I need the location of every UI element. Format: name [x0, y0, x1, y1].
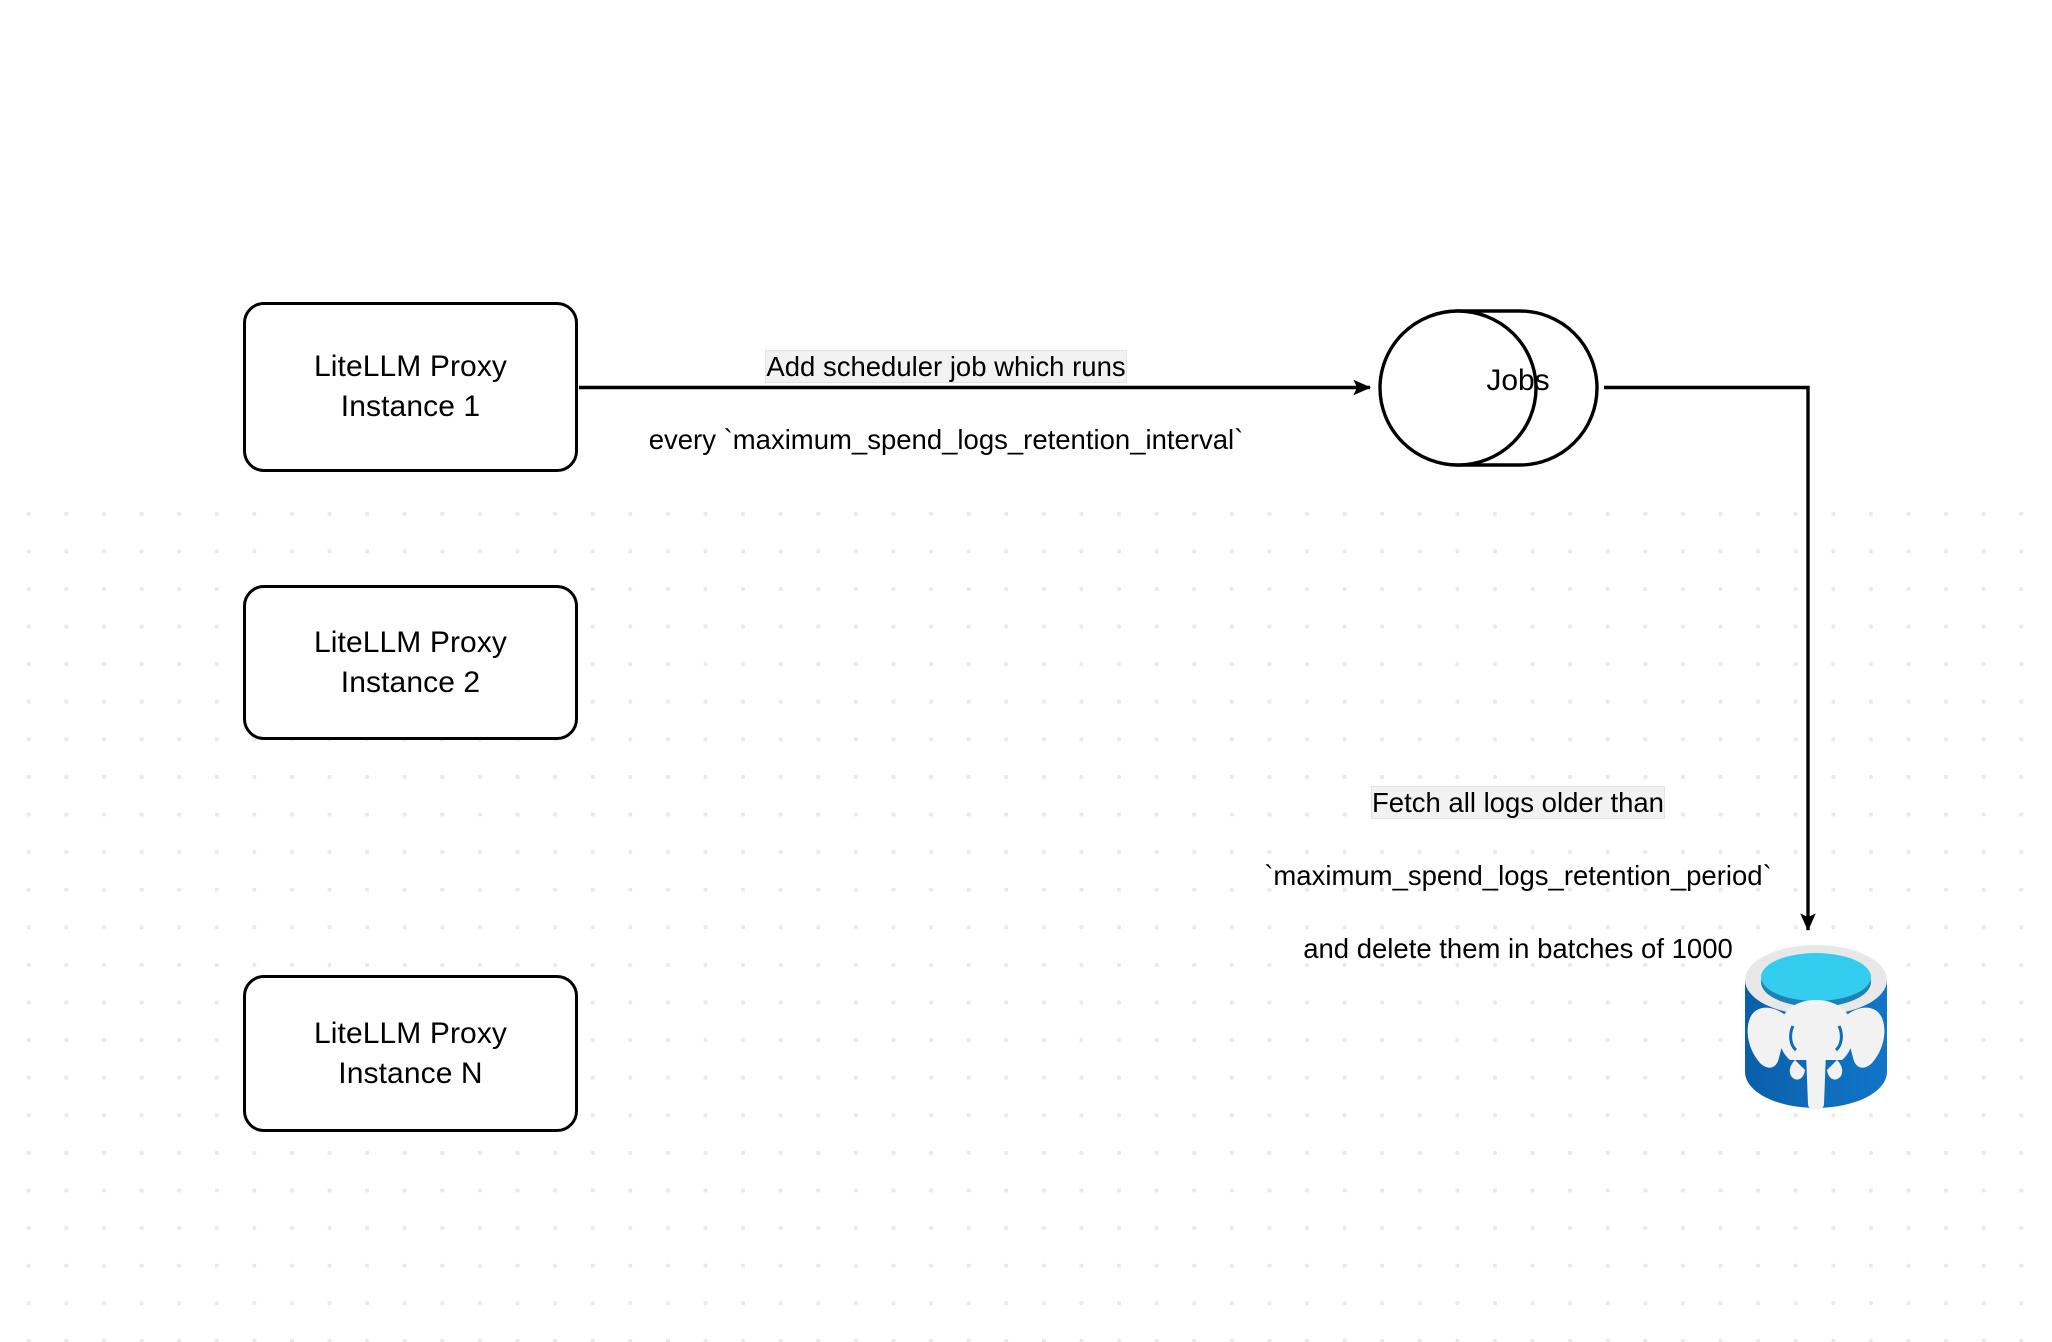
- jobs-cylinder-shape: [1378, 309, 1599, 467]
- node-label: LiteLLM Proxy Instance 1: [313, 350, 508, 423]
- edge-fetch-label-line-2: `maximum_spend_logs_retention_period`: [1264, 859, 1772, 891]
- edge-fetch-label: Fetch all logs older than `maximum_spend…: [1238, 748, 1798, 1004]
- edge-scheduler-label-line-2: every `maximum_spend_logs_retention_inte…: [648, 423, 1244, 455]
- node-jobs-label: Jobs: [1486, 364, 1550, 397]
- node-label: LiteLLM Proxy Instance 2: [313, 625, 508, 699]
- edge-scheduler-label-line-1: Add scheduler job which runs: [766, 350, 1126, 382]
- edge-fetch-line: [1604, 385, 1816, 932]
- node-label: LiteLLM Proxy Instance N: [313, 1016, 508, 1090]
- edge-scheduler-label: Add scheduler job which runs every `maxi…: [586, 312, 1306, 495]
- node-litellm-proxy-instance-n[interactable]: LiteLLM Proxy Instance N: [243, 975, 578, 1132]
- edge-fetch-label-line-1: Fetch all logs older than: [1372, 786, 1664, 818]
- node-litellm-proxy-instance-1[interactable]: LiteLLM Proxy Instance 1: [243, 302, 578, 472]
- postgresql-elephant-eyes: [1789, 1025, 1843, 1052]
- edge-fetch-label-line-3: and delete them in batches of 1000: [1303, 932, 1733, 964]
- node-litellm-proxy-instance-2[interactable]: LiteLLM Proxy Instance 2: [243, 585, 578, 740]
- postgresql-database-icon: [1745, 945, 1887, 1110]
- postgresql-elephant-icon: [1747, 1000, 1885, 1110]
